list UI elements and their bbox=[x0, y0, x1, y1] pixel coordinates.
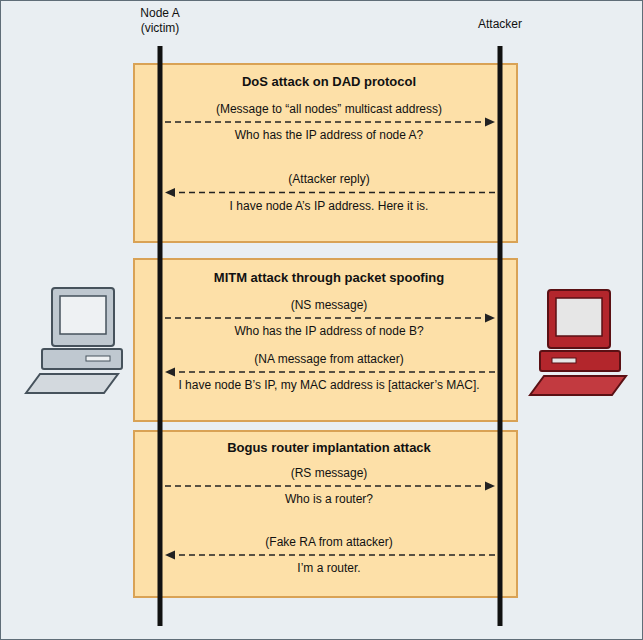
attack-panel: MITM attack through packet spoofing (NS m… bbox=[133, 258, 518, 422]
panel-heading: Bogus router implantation attack bbox=[227, 440, 431, 456]
arrow-shaft bbox=[165, 121, 485, 122]
lifeline bbox=[158, 46, 163, 626]
message-text: Who has the IP address of node A? bbox=[235, 128, 424, 142]
attacker-computer bbox=[530, 290, 626, 395]
arrow-shaft bbox=[165, 485, 485, 486]
message-text: (NS message) bbox=[291, 298, 368, 312]
message-arrow bbox=[165, 551, 495, 560]
message-text: (Message to “all nodes” multicast addres… bbox=[216, 102, 442, 116]
message-text: (RS message) bbox=[291, 466, 368, 480]
arrow-shaft bbox=[175, 192, 495, 193]
message-text: Who has the IP address of node B? bbox=[234, 324, 423, 338]
lifeline-label: Node A (victim) bbox=[128, 6, 192, 36]
message-text: (NA message from attacker) bbox=[254, 352, 403, 366]
arrow-head bbox=[485, 118, 495, 127]
message-arrow bbox=[165, 314, 495, 323]
arrow-head bbox=[485, 482, 495, 491]
victim-computer bbox=[26, 288, 122, 393]
arrow-head bbox=[485, 314, 495, 323]
message-text: I have node A’s IP address. Here it is. bbox=[230, 199, 429, 213]
panel-heading: MITM attack through packet spoofing bbox=[214, 270, 444, 286]
attack-panel: Bogus router implantation attack (RS mess… bbox=[133, 430, 518, 598]
lifeline-label: Attacker bbox=[455, 17, 545, 32]
attack-panel: DoS attack on DAD protocol (Message to “a… bbox=[133, 63, 518, 243]
message-text: Who is a router? bbox=[285, 492, 373, 506]
arrow-shaft bbox=[175, 554, 495, 555]
arrow-head bbox=[165, 551, 175, 560]
message-arrow bbox=[165, 368, 495, 377]
panel-heading: DoS attack on DAD protocol bbox=[242, 74, 416, 90]
message-text: I have node B’s IP, my MAC address is [a… bbox=[178, 378, 479, 392]
message-arrow bbox=[165, 482, 495, 491]
arrow-head bbox=[165, 368, 175, 377]
message-arrow bbox=[165, 188, 495, 197]
lifeline bbox=[498, 46, 503, 626]
message-text: I’m a router. bbox=[297, 561, 360, 575]
message-arrow bbox=[165, 118, 495, 127]
message-text: (Attacker reply) bbox=[288, 172, 369, 186]
arrow-head bbox=[165, 188, 175, 197]
arrow-shaft bbox=[165, 317, 485, 318]
message-text: (Fake RA from attacker) bbox=[265, 535, 392, 549]
arrow-shaft bbox=[175, 371, 495, 372]
